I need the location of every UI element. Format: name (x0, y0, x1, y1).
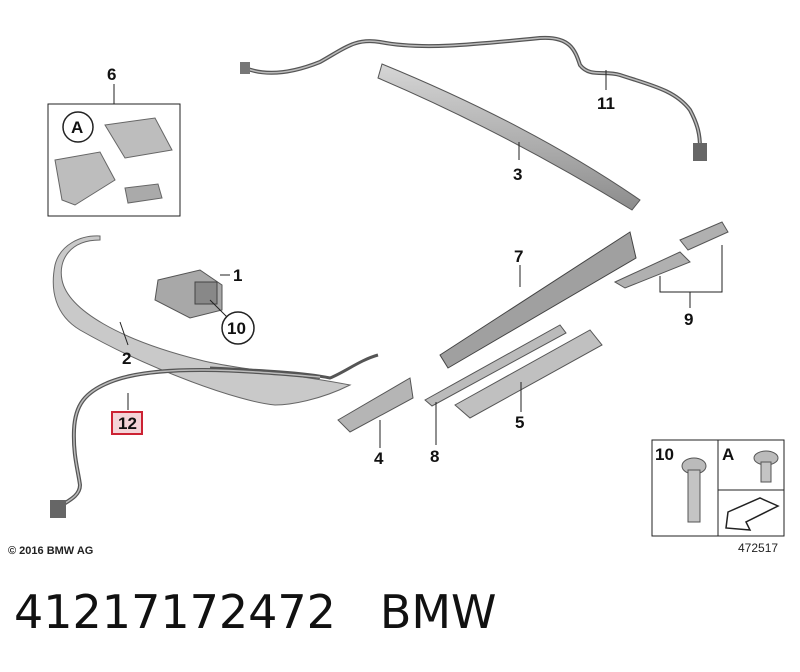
circle-a-marker (62, 111, 94, 143)
diagram-id: 472517 (738, 541, 778, 555)
callout-4: 4 (374, 449, 384, 468)
callout-1: 1 (233, 266, 242, 285)
callout-9: 9 (684, 310, 693, 329)
callout-6: 6 (107, 65, 116, 84)
part-4-bracket (337, 377, 414, 433)
legend-10-label: 10 (655, 445, 674, 464)
part-3-rail (377, 63, 641, 211)
part-6-clips (54, 117, 173, 206)
callout-10: 10 (227, 319, 246, 338)
callout-12: 12 (118, 414, 137, 433)
callout-a-in-circle: A (71, 118, 83, 137)
part-number: 41217172472 (14, 585, 336, 639)
callout-12-highlight (111, 411, 143, 435)
part-2-seal-frame (52, 235, 379, 406)
part-5-rail (454, 329, 603, 419)
callout-11: 11 (597, 94, 615, 113)
legend-box: 10 A (651, 439, 785, 537)
part-8-strip (424, 324, 567, 407)
part-9-brackets (613, 221, 729, 289)
arrow-icon (725, 497, 780, 531)
part-1-motor (154, 269, 223, 319)
callout-2: 2 (122, 349, 131, 368)
part-number-line: 41217172472 BMW (14, 585, 497, 639)
callout-7: 7 (514, 247, 523, 266)
callout-8: 8 (430, 447, 439, 466)
leader-lines (113, 70, 723, 448)
part-7-panel (439, 231, 637, 369)
callout-5: 5 (515, 413, 524, 432)
callout-3: 3 (513, 165, 522, 184)
part-11-cable (240, 35, 707, 161)
legend-a-label: A (722, 445, 734, 464)
copyright-text: © 2016 BMW AG (8, 545, 93, 557)
callout-10-circle (221, 311, 255, 345)
brand-name: BMW (379, 585, 497, 639)
part-12-hose (50, 368, 321, 518)
